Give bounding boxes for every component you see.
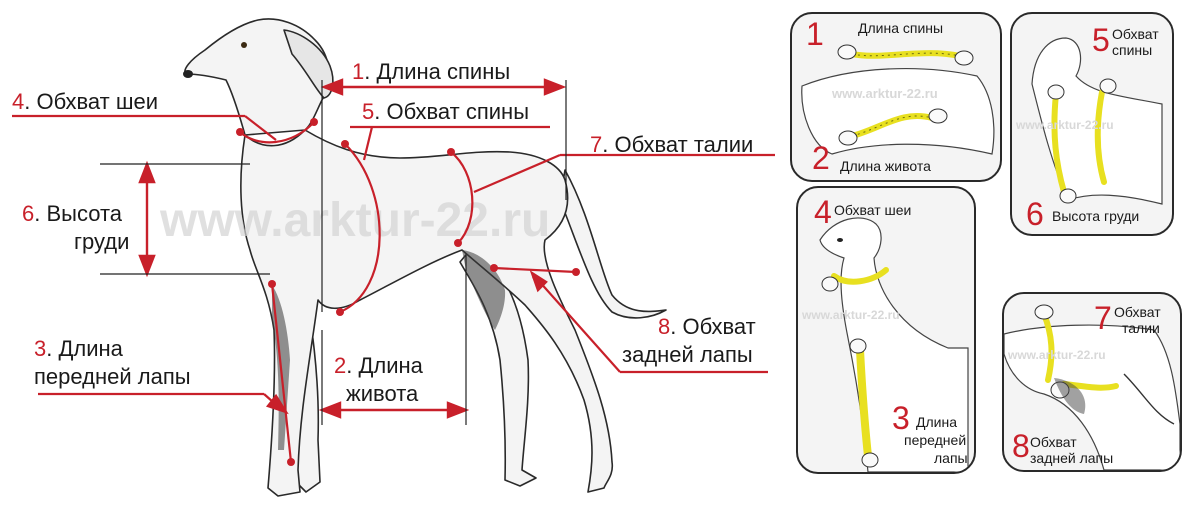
label-text: . Длина спины — [364, 59, 511, 84]
label-number: 1 — [352, 59, 365, 84]
label-number: 8 — [658, 314, 671, 339]
card-number-bottom: 3 — [892, 400, 910, 436]
dog-illustration: www.arktur-22.ru — [12, 18, 775, 497]
label-number: 7 — [590, 132, 603, 157]
card-watermark: www.arktur-22.ru — [832, 86, 938, 101]
card-illustration — [1031, 37, 1163, 205]
card-number-top: 1 — [806, 16, 824, 52]
card-neck-leg: www.arktur-22.ru 4 Обхват шеи 3 Длина пе… — [796, 186, 976, 474]
label-number: 4 — [12, 89, 25, 114]
label-chest-height-2: груди — [74, 229, 130, 254]
guide-lines — [100, 80, 567, 425]
card-text-top: Обхват шеи — [834, 202, 912, 218]
card-watermark: www.arktur-22.ru — [1016, 118, 1114, 132]
label-number: 5 — [362, 99, 375, 124]
card-back-girth: www.arktur-22.ru 5 Обхват спины 6 Высота… — [1010, 12, 1174, 236]
card-text-bottom: Длина живота — [840, 158, 931, 174]
label-neck-girth: 4. Обхват шеи — [12, 90, 158, 114]
card-text-line3: лапы — [934, 450, 968, 466]
card-back-belly-length: www.arktur-22.ru 1 Длина спины 2 Длина ж… — [790, 12, 1002, 182]
label-text: . Высота — [34, 201, 123, 226]
label-front-leg-1: 3. Длина — [34, 337, 123, 361]
card-text-bottom: Высота груди — [1052, 208, 1140, 224]
label-waist-girth: 7. Обхват талии — [590, 133, 753, 157]
card-number-top: 7 — [1094, 300, 1112, 336]
label-belly-length-1: 2. Длина — [334, 354, 423, 378]
card-watermark: www.arktur-22.ru — [1008, 348, 1106, 362]
label-number: 6 — [22, 201, 35, 226]
label-back-length: 1. Длина спины — [352, 60, 510, 84]
label-number: 2 — [334, 353, 347, 378]
label-text: . Обхват спины — [374, 99, 530, 124]
label-text: . Длина — [46, 336, 123, 361]
card-text-line1: Обхват — [1114, 304, 1161, 320]
card-illustration — [1004, 304, 1180, 470]
label-belly-length-2: живота — [346, 381, 419, 406]
measurement-points — [236, 118, 580, 466]
dog-eye — [241, 42, 247, 48]
card-text-line1: Обхват — [1112, 26, 1159, 42]
label-chest-height-1: 6. Высота — [22, 202, 122, 226]
label-text: . Обхват талии — [602, 132, 754, 157]
measurement-lines — [12, 114, 775, 463]
dog-nose — [183, 70, 193, 78]
card-text-line2: талии — [1122, 320, 1160, 336]
card-number-top: 5 — [1092, 22, 1110, 58]
label-hind-leg-1: 8. Обхват — [658, 315, 756, 339]
card-text-line3: Обхват — [1030, 434, 1077, 450]
card-text-line1: Длина — [916, 414, 957, 430]
card-illustration — [801, 44, 995, 155]
card-number-bottom: 6 — [1026, 196, 1044, 232]
label-text: . Обхват шеи — [24, 89, 159, 114]
label-hind-leg-2: задней лапы — [622, 342, 753, 367]
watermark-text: www.arktur-22.ru — [159, 194, 550, 247]
label-back-girth: 5. Обхват спины — [362, 100, 529, 124]
dog-body — [184, 18, 667, 497]
label-front-leg-2: передней лапы — [34, 364, 191, 389]
card-waist-hind: www.arktur-22.ru 7 Обхват талии 8 Обхват… — [1002, 292, 1182, 472]
card-text-line2: спины — [1112, 42, 1153, 58]
card-text-line4: задней лапы — [1030, 450, 1114, 466]
card-text-top: Длина спины — [858, 20, 944, 36]
card-number-top: 4 — [814, 194, 832, 230]
label-number: 3 — [34, 336, 47, 361]
card-watermark: www.arktur-22.ru — [802, 308, 900, 322]
measurement-arrows — [138, 78, 567, 419]
card-number-bottom: 2 — [812, 140, 830, 176]
card-number-bottom: 8 — [1012, 428, 1030, 464]
card-text-line2: передней — [904, 432, 967, 448]
label-text: . Длина — [346, 353, 423, 378]
label-text: . Обхват — [670, 314, 756, 339]
card-illustration — [819, 217, 969, 472]
